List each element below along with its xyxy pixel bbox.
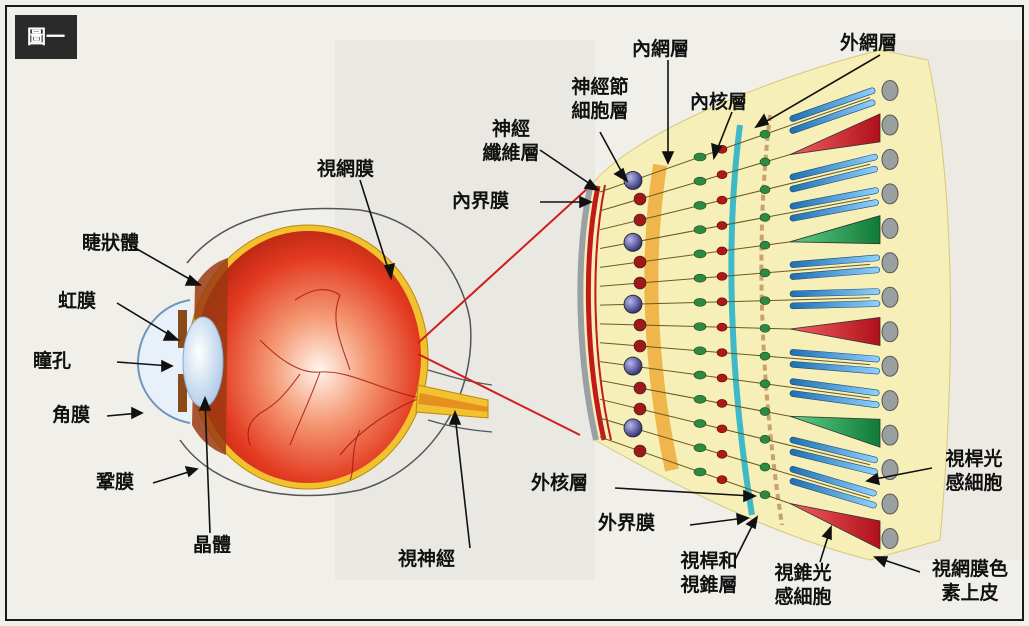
label-sclera: 鞏膜 <box>96 471 134 495</box>
label-outer-plexiform-layer: 外網層 <box>840 32 897 56</box>
label-pupil: 瞳孔 <box>33 350 71 374</box>
label-rpe: 視網膜色 素上皮 <box>918 558 1022 606</box>
ganglion-cell <box>624 357 642 375</box>
label-cornea: 角膜 <box>52 404 90 428</box>
label-ganglion-cell-layer: 神經節 細胞層 <box>555 76 645 124</box>
ganglion-cell <box>624 419 642 437</box>
rpe-cell <box>882 253 898 273</box>
rpe-cell <box>882 184 898 204</box>
rpe-cell <box>882 529 898 549</box>
rpe-cell <box>882 391 898 411</box>
rpe-cell <box>882 322 898 342</box>
rpe-cell <box>882 425 898 445</box>
label-nerve-fiber-layer-line2: 纖維層 <box>466 142 556 166</box>
label-rpe-line2: 素上皮 <box>918 582 1022 606</box>
label-rod-cone-layer: 視桿和 視錐層 <box>664 550 754 598</box>
rpe-cell <box>882 218 898 238</box>
label-rod-cell-line1: 視桿光 <box>928 448 1020 472</box>
label-rpe-line1: 視網膜色 <box>918 558 1022 582</box>
label-iris: 虹膜 <box>58 290 96 314</box>
label-nerve-fiber-layer-line1: 神經 <box>466 118 556 142</box>
label-rod-cell: 視桿光 感細胞 <box>928 448 1020 496</box>
figure-tag: 圖一 <box>15 15 77 59</box>
label-inner-limiting-membrane: 內界膜 <box>452 190 509 214</box>
ganglion-cell <box>624 171 642 189</box>
label-cone-cell: 視錐光 感細胞 <box>758 562 848 610</box>
rpe-cell <box>882 287 898 307</box>
rpe-cell <box>882 356 898 376</box>
rpe-cell <box>882 460 898 480</box>
label-lens: 晶體 <box>193 534 231 558</box>
label-cone-cell-line1: 視錐光 <box>758 562 848 586</box>
label-cone-cell-line2: 感細胞 <box>758 586 848 610</box>
label-ciliary-body: 睫狀體 <box>82 232 139 256</box>
ganglion-cell <box>624 233 642 251</box>
label-inner-plexiform-layer: 內網層 <box>632 38 689 62</box>
label-optic-nerve: 視神經 <box>398 548 455 572</box>
lens-shape <box>183 317 223 407</box>
label-rod-cell-line2: 感細胞 <box>928 472 1020 496</box>
label-rod-cone-layer-line2: 視錐層 <box>664 574 754 598</box>
rpe-cell <box>882 494 898 514</box>
label-outer-nuclear-layer: 外核層 <box>531 472 588 496</box>
label-rod-cone-layer-line1: 視桿和 <box>664 550 754 574</box>
label-inner-nuclear-layer: 內核層 <box>690 91 747 115</box>
label-ganglion-cell-layer-line1: 神經節 <box>555 76 645 100</box>
ganglion-cell <box>624 295 642 313</box>
label-outer-limiting-membrane: 外界膜 <box>598 512 655 536</box>
label-retina: 視網膜 <box>317 158 374 182</box>
rpe-cell <box>882 149 898 169</box>
rpe-cell <box>882 115 898 135</box>
label-nerve-fiber-layer: 神經 纖維層 <box>466 118 556 166</box>
label-ganglion-cell-layer-line2: 細胞層 <box>555 100 645 124</box>
rpe-cell <box>882 81 898 101</box>
